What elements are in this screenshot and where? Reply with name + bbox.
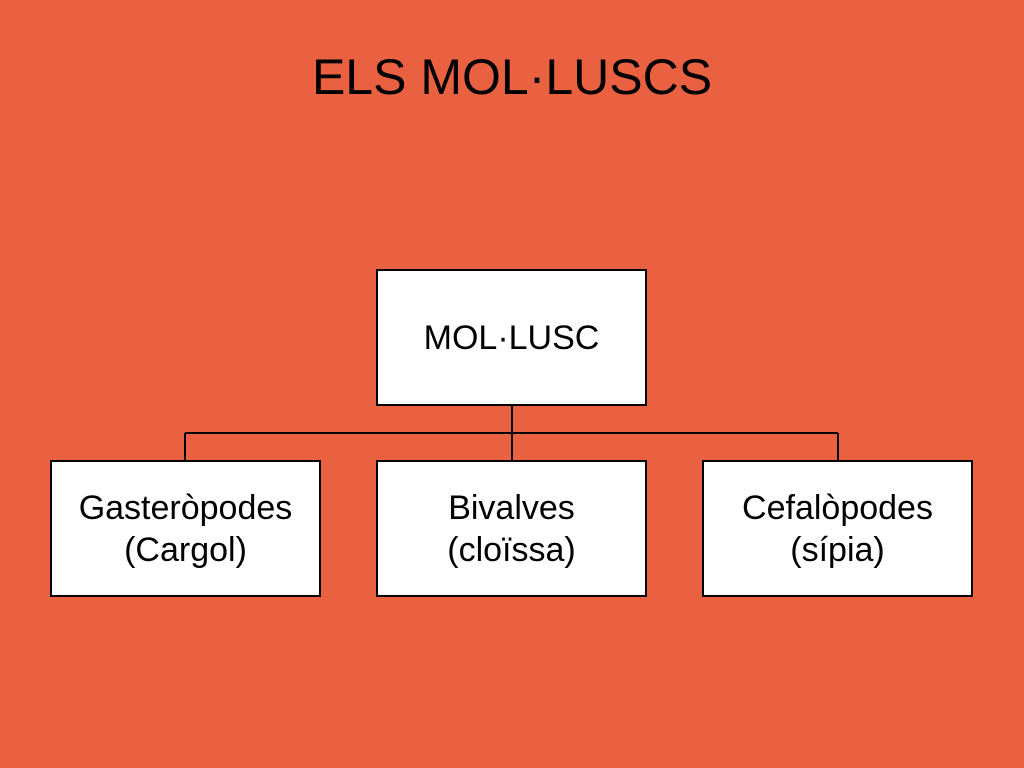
child-node-name: Bivalves (448, 488, 575, 527)
child-node-bivalves: Bivalves (cloïssa) (376, 460, 647, 597)
child-node-example: (sípia) (790, 530, 885, 569)
slide-title: ELS MOL·LUSCS (311, 49, 713, 105)
child-node-cefalopodes: Cefalòpodes (sípia) (702, 460, 973, 597)
child-node-name: Cefalòpodes (742, 488, 933, 527)
child-node-example: (cloïssa) (447, 530, 576, 569)
child-node-example: (Cargol) (124, 530, 247, 569)
root-node-molluscs: MOL·LUSC (376, 269, 647, 406)
child-node-gasteropodes: Gasteròpodes (Cargol) (50, 460, 321, 597)
child-node-name: Gasteròpodes (78, 488, 293, 527)
root-node-label: MOL·LUSC (423, 318, 600, 357)
